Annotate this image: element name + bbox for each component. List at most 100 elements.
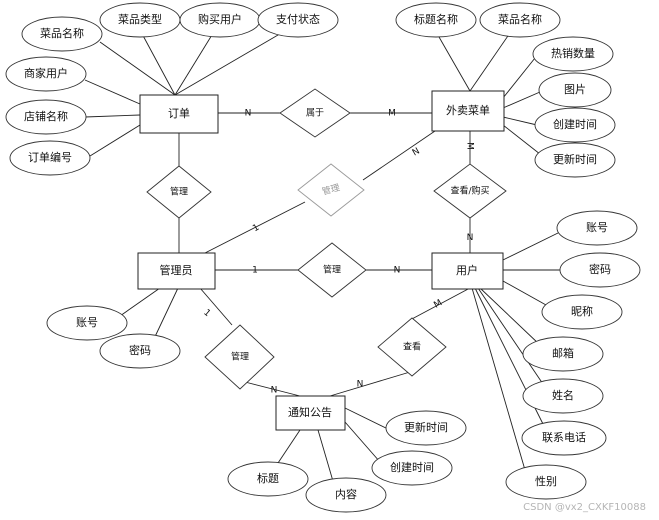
notice-attr-updated-label: 更新时间 <box>404 420 448 434</box>
user-attr-account <box>556 210 638 246</box>
rel-view-notice-label: 查看 <box>403 341 421 353</box>
entity-admin-label: 管理员 <box>160 263 193 277</box>
user-attr-name-label: 姓名 <box>552 388 574 402</box>
rel-manage-notice-label: 管理 <box>231 351 249 363</box>
line-order-attr1 <box>99 41 176 96</box>
line-notice-attr2 <box>344 421 381 463</box>
rel-manage-user-label: 管理 <box>323 264 341 276</box>
notice-attr-content-label: 内容 <box>335 487 357 501</box>
cardinality-admin-manage-user: 1 <box>252 266 258 276</box>
line-dish-attr2 <box>469 29 513 92</box>
line-dish-attr3 <box>502 57 536 99</box>
entity-notice-label: 通知公告 <box>288 405 332 419</box>
cardinality-dish-belongs: M <box>388 109 396 119</box>
notice-attr-created <box>371 450 453 486</box>
notice-attr-created-label: 创建时间 <box>390 460 434 474</box>
entity-user-label: 用户 <box>456 263 478 277</box>
line-notice-attr4 <box>317 429 336 489</box>
entity-takeout-dish-label: 外卖菜单 <box>446 104 490 117</box>
order-attributes: 菜品名称 菜品类型 购买用户 支付状态 商家用户 店铺名称 订单编号 <box>5 2 339 176</box>
user-attr-name <box>522 378 604 414</box>
order-attr-order-no <box>9 140 91 176</box>
notice-attr-updated <box>385 410 467 446</box>
cardinality-dish-manage: N <box>411 146 422 158</box>
line-admin-manage-notice <box>199 287 233 326</box>
dish-attr-updated <box>534 142 616 178</box>
cardinality-order-belongs: N <box>245 109 252 119</box>
cardinality-admin-manage-notice: 1 <box>201 308 212 319</box>
admin-attr-account <box>46 305 128 341</box>
line-dish-attr5 <box>502 116 538 126</box>
user-attributes: 账号 密码 昵称 邮箱 姓名 联系电话 性别 <box>505 210 641 500</box>
dish-attributes: 标题名称 菜品名称 热销数量 图片 创建时间 更新时间 <box>395 2 616 178</box>
rel-belongs-to <box>279 88 351 138</box>
dish-attr-created-label: 创建时间 <box>553 117 597 131</box>
user-attr-nickname-label: 昵称 <box>571 304 593 318</box>
line-order-attr6 <box>84 114 141 118</box>
order-attr-order-no-label: 订单编号 <box>28 150 72 164</box>
entity-order <box>139 94 219 134</box>
order-attr-dish-type-label: 菜品类型 <box>118 12 162 26</box>
line-order-attr7 <box>89 124 141 157</box>
line-manage-notice <box>244 381 301 397</box>
admin-attr-account-label: 账号 <box>76 316 98 329</box>
dish-attr-created <box>534 107 616 143</box>
notice-attributes: 更新时间 创建时间 标题 内容 <box>227 410 467 513</box>
notice-attr-content <box>305 477 387 513</box>
dish-attr-hot-sales <box>532 36 614 72</box>
order-attr-shop-name-label: 店铺名称 <box>24 109 68 123</box>
rel-manage-notice <box>204 324 275 390</box>
admin-attributes: 账号 密码 <box>46 305 181 369</box>
order-attr-dish-name-label: 菜品名称 <box>40 26 84 40</box>
connector-lines <box>84 27 590 489</box>
user-attr-phone <box>521 420 607 456</box>
rel-view-buy-label: 查看/购买 <box>450 185 489 197</box>
line-admin-attr2 <box>151 287 179 344</box>
line-user-view <box>409 287 471 321</box>
dish-attr-image <box>538 72 612 108</box>
entities: 订单 外卖菜单 管理员 用户 通知公告 <box>137 90 505 431</box>
line-order-attr2 <box>139 29 176 96</box>
cardinality-user-manage: N <box>394 266 401 276</box>
relationships: 属于 管理 管理 查看/购买 管理 管理 查看 <box>146 88 507 390</box>
user-attr-password-label: 密码 <box>589 262 611 276</box>
line-order-attr5 <box>84 79 141 105</box>
cardinality-user-view-notice: M <box>432 298 444 311</box>
user-attr-account-label: 账号 <box>586 221 608 234</box>
order-attr-dish-name <box>21 16 103 52</box>
dish-attr-updated-label: 更新时间 <box>553 152 597 166</box>
line-user-attr5 <box>477 287 546 388</box>
user-attr-gender <box>505 464 587 500</box>
user-attr-phone-label: 联系电话 <box>542 431 586 444</box>
entity-order-label: 订单 <box>168 107 190 120</box>
watermark-text: CSDN @vx2_CXKF10088 <box>523 502 646 513</box>
line-dish-attr1 <box>434 29 471 92</box>
line-order-attr4 <box>174 27 291 96</box>
cardinality-labels: N M M N 1 N 1 N 1 N N M <box>201 109 474 396</box>
line-notice-attr1 <box>344 407 391 431</box>
user-attr-email-label: 邮箱 <box>552 346 574 360</box>
admin-attr-password-label: 密码 <box>129 343 151 357</box>
user-attr-password <box>559 252 641 288</box>
entity-takeout-dish <box>431 90 505 132</box>
rel-belongs-to-label: 属于 <box>306 108 324 119</box>
line-admin-attr1 <box>119 287 161 317</box>
user-attr-nickname <box>541 294 623 330</box>
line-order-attr3 <box>174 29 216 96</box>
dish-attr-dish-name-label: 菜品名称 <box>498 12 542 26</box>
cardinality-admin-manage-dish: 1 <box>251 223 261 235</box>
admin-attr-password <box>99 333 181 369</box>
line-user-attr7 <box>471 287 526 471</box>
cardinality-dish-view: M <box>465 142 475 150</box>
user-attr-gender-label: 性别 <box>535 474 557 488</box>
line-admin-manage-dish <box>204 201 306 254</box>
notice-attr-title-label: 标题 <box>257 471 279 485</box>
dish-attr-dish-name <box>479 2 561 38</box>
entity-notice <box>275 395 346 431</box>
line-user-attr1 <box>502 231 561 261</box>
line-dish-attr4 <box>502 91 541 109</box>
dish-attr-title-label: 标题名称 <box>414 12 458 26</box>
line-dish-attr6 <box>502 124 546 159</box>
